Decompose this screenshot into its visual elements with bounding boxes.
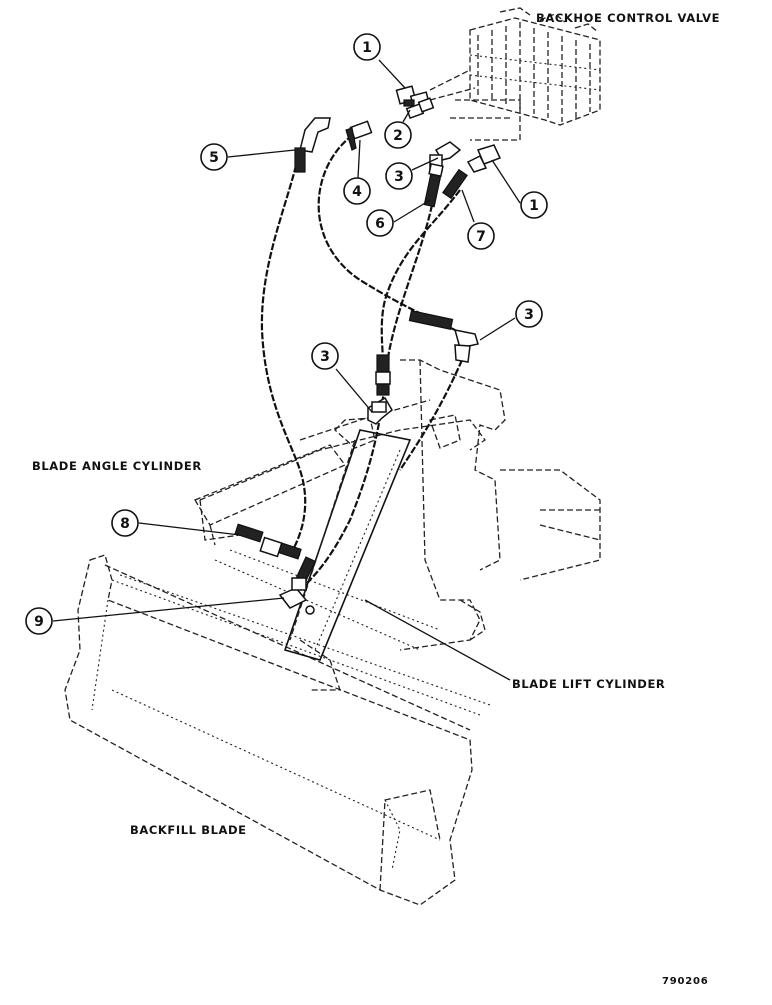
blade-angle-cylinder [194,444,347,546]
callout-3-right: 3 [515,300,543,328]
hose-end-6 [423,162,444,208]
svg-text:1: 1 [362,40,372,56]
tee-fitting-1-lower [466,144,502,173]
callout-9: 9 [25,607,53,635]
callout-8: 8 [111,509,139,537]
backhoe-control-valve [429,7,601,141]
svg-text:3: 3 [524,307,534,323]
elbow-5 [294,117,331,173]
svg-text:8: 8 [120,516,130,532]
callout-5: 5 [200,143,228,171]
svg-text:2: 2 [393,128,403,144]
svg-text:3: 3 [394,169,404,185]
callout-3-center: 3 [311,342,339,370]
svg-text:4: 4 [352,184,362,200]
svg-text:1: 1 [529,198,539,214]
hose-end-4 [345,120,373,151]
fitting-9 [278,556,316,615]
callout-7: 7 [467,222,495,250]
callout-1-lower: 1 [520,191,548,219]
callout-4: 4 [343,177,371,205]
svg-text:7: 7 [476,229,486,245]
label-blade-angle-cylinder: BLADE ANGLE CYLINDER [32,459,202,473]
hose-end-7 [442,168,468,200]
figure-id: 790206 [662,976,709,987]
blade-lift-cylinder [283,429,412,661]
hose-end-right [408,310,454,330]
label-backhoe-control-valve: BACKHOE CONTROL VALVE [536,11,720,25]
callout-2: 2 [384,121,412,149]
svg-text:5: 5 [209,150,219,166]
fittings [234,85,502,615]
callout-6: 6 [366,209,394,237]
tee-3-right [453,329,479,363]
svg-text:6: 6 [375,216,385,232]
svg-text:9: 9 [34,614,44,630]
backfill-blade-outline [64,359,601,906]
label-blade-lift-cylinder: BLADE LIFT CYLINDER [512,677,665,691]
hose-end-center [375,354,391,396]
label-backfill-blade: BACKFILL BLADE [130,823,247,837]
svg-text:3: 3 [320,349,330,365]
callout-1-upper: 1 [353,33,381,61]
tee-fitting-1 [395,85,431,109]
callout-3-upper: 3 [385,162,413,190]
callout-leaders [52,59,521,681]
fitting-8 [234,523,302,560]
elbow-3-center [367,396,393,425]
